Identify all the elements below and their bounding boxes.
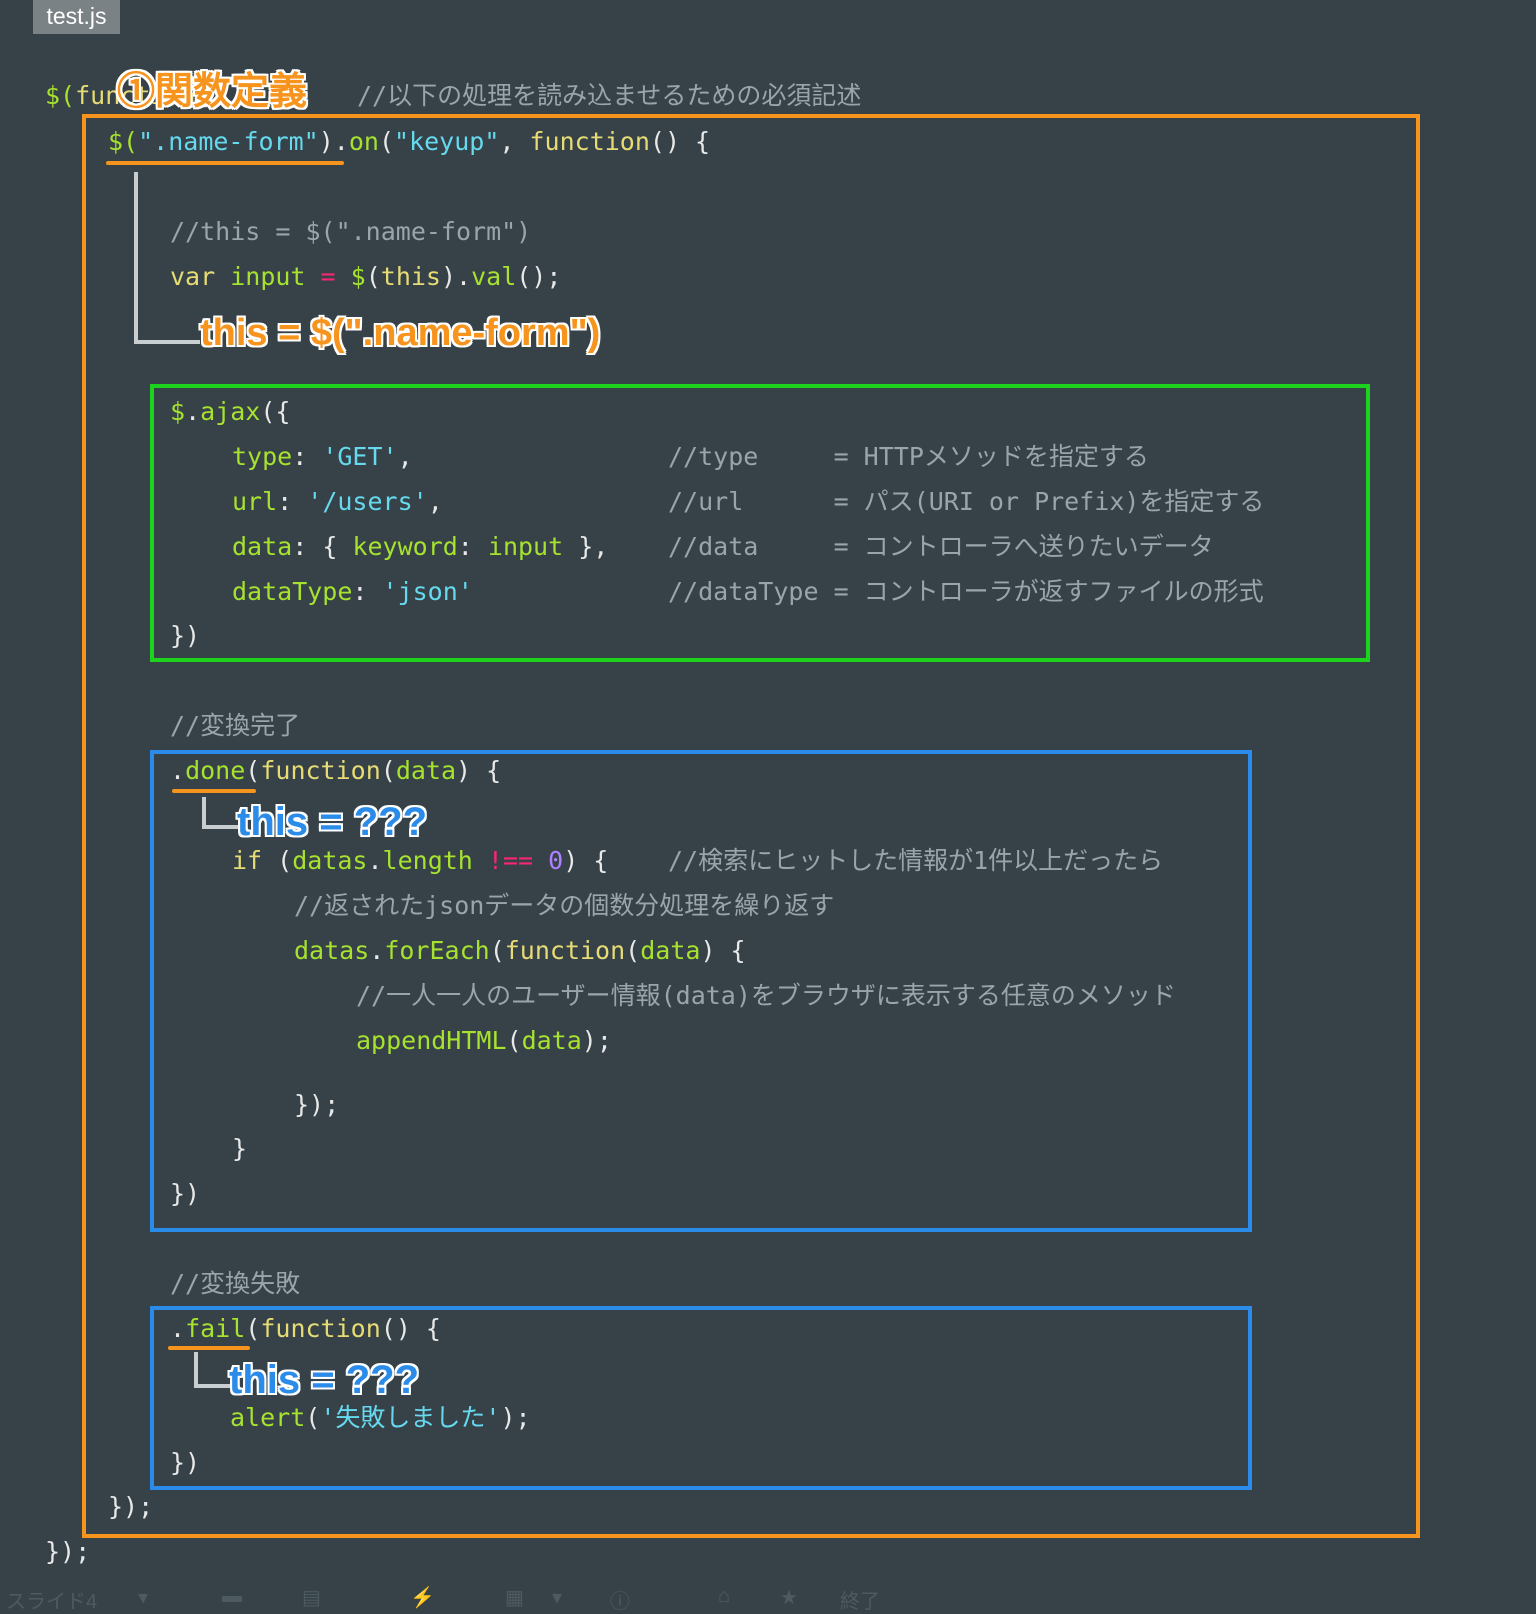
comment-datatype: //dataType = コントローラが返すファイルの形式 <box>668 577 1264 606</box>
code-line-13: if (datas.length !== 0) { <box>232 846 609 875</box>
code-line-15: datas.forEach(function(data) { <box>294 936 746 965</box>
comment-type: //type = HTTPメソッドを指定する <box>668 442 1149 471</box>
code-line-2: $(".name-form").on("keyup", function() { <box>108 127 711 156</box>
lightning-icon[interactable]: ⚡ <box>410 1587 435 1609</box>
done-box <box>150 750 1252 1232</box>
code-line-10: }) <box>170 621 201 650</box>
code-line-5: $.ajax({ <box>170 397 291 426</box>
layout-icon[interactable]: ▦ <box>505 1587 524 1609</box>
notes-icon[interactable]: ▤ <box>302 1587 321 1609</box>
code-line-26: }); <box>45 1537 91 1566</box>
connector-horizontal <box>134 340 200 344</box>
code-line-12: .done(function(data) { <box>170 756 502 785</box>
code-line-14: //返されたjsonデータの個数分処理を繰り返す <box>294 891 835 920</box>
home-icon[interactable]: ⌂ <box>718 1585 731 1607</box>
connector-fail-horizontal <box>194 1384 230 1388</box>
underline-name-form <box>106 161 344 165</box>
code-line-22: .fail(function() { <box>170 1314 441 1343</box>
code-line-17: appendHTML(data); <box>356 1026 612 1055</box>
code-line-25: }); <box>108 1492 154 1521</box>
code-line-3: //this = $(".name-form") <box>170 217 532 246</box>
code-line-8: data: { keyword: input }, <box>232 532 609 561</box>
connector-done-vertical <box>202 797 206 829</box>
code-line-4: var input = $(this).val(); <box>170 262 562 291</box>
end-label[interactable]: 終了 <box>840 1591 880 1613</box>
layout-dropdown-icon[interactable]: ▾ <box>552 1587 563 1609</box>
fail-box <box>150 1306 1252 1490</box>
slide-dropdown-icon[interactable]: ▾ <box>138 1587 149 1609</box>
underline-done <box>172 789 256 793</box>
annotation-this-done: this = ??? <box>237 800 427 844</box>
annotation-this-fail: this = ??? <box>229 1358 419 1402</box>
file-tab[interactable]: test.js <box>33 0 120 34</box>
keyup-handler-box <box>82 114 1420 1538</box>
code-line-6: type: 'GET', <box>232 442 413 471</box>
annotation-this-form: this = $(".name-form") <box>200 312 601 354</box>
code-line-20: }) <box>170 1179 201 1208</box>
annotation-func-def: ①関数定義 <box>117 71 308 113</box>
slide-label[interactable]: スライド4 <box>6 1591 98 1613</box>
connector-fail-vertical <box>194 1352 198 1388</box>
comment-required: //以下の処理を読み込ませるための必須記述 <box>357 81 862 110</box>
code-line-9: dataType: 'json' <box>232 577 473 606</box>
code-line-7: url: '/users', <box>232 487 443 516</box>
comment-fail: //変換失敗 <box>170 1269 301 1298</box>
comment-icon[interactable]: ▬ <box>222 1585 242 1607</box>
comment-done: //変換完了 <box>170 711 301 740</box>
comment-data: //data = コントローラへ送りたいデータ <box>668 532 1214 561</box>
code-line-1: $(function() { <box>45 81 256 110</box>
comment-hit: //検索にヒットした情報が1件以上だったら <box>668 846 1164 875</box>
connector-done-horizontal <box>202 825 238 829</box>
info-icon[interactable]: ⓘ <box>610 1591 630 1613</box>
comment-url: //url = パス(URI or Prefix)を指定する <box>668 487 1265 516</box>
connector-vertical <box>134 172 138 344</box>
ajax-box <box>150 384 1370 662</box>
code-line-16: //一人一人のユーザー情報(data)をブラウザに表示する任意のメソッド <box>356 981 1176 1010</box>
code-line-19: } <box>232 1134 248 1163</box>
code-line-18: }); <box>294 1090 340 1119</box>
code-line-23: alert('失敗しました'); <box>230 1403 531 1432</box>
star-icon[interactable]: ★ <box>780 1587 798 1609</box>
code-line-24: }) <box>170 1448 201 1477</box>
presentation-toolbar: スライド4 ▾ ▬ ▤ ⚡ ▦ ▾ ⓘ ⌂ ★ 終了 <box>0 1585 1536 1613</box>
underline-fail <box>168 1346 250 1350</box>
